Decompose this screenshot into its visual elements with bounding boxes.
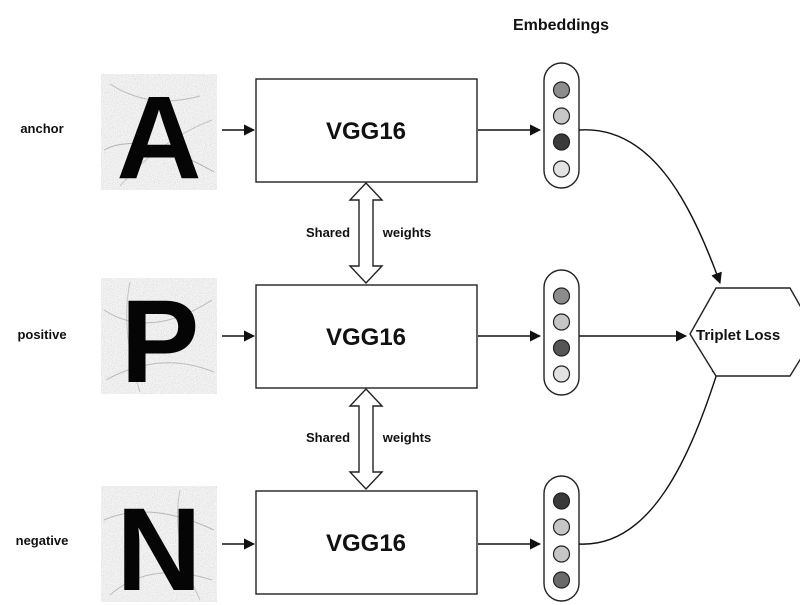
embedding-dot <box>552 545 571 563</box>
row-negative: negative N VGG16 <box>16 362 723 605</box>
vgg16-label-positive: VGG16 <box>326 324 406 351</box>
letter-glyph-positive: P <box>121 276 200 408</box>
weights-label-1: weights <box>382 225 431 240</box>
embedding-dot <box>552 160 571 178</box>
row-label-negative: negative <box>16 533 69 548</box>
letter-glyph-negative: N <box>116 484 201 605</box>
row-label-anchor: anchor <box>20 121 63 136</box>
embedding-dot <box>552 313 571 331</box>
image-tile-negative: N <box>101 484 217 605</box>
embedding-vector-anchor <box>543 62 580 189</box>
row-positive: positive P VGG16 <box>17 269 688 408</box>
shared-label-1: Shared <box>306 225 350 240</box>
row-label-positive: positive <box>17 327 66 342</box>
vgg16-box-anchor: VGG16 <box>255 78 478 183</box>
triplet-loss-label: Triplet Loss <box>696 327 780 344</box>
vgg16-label-anchor: VGG16 <box>326 118 406 145</box>
shared-label-2: Shared <box>306 430 350 445</box>
embedding-dot <box>552 133 571 151</box>
embedding-dot <box>552 287 571 305</box>
row-anchor: anchor A VGG16 <box>20 62 722 285</box>
double-arrow-2 <box>348 387 384 491</box>
letter-glyph-anchor: A <box>116 72 201 204</box>
embedding-dot <box>552 365 571 383</box>
embedding-dot <box>552 571 571 589</box>
vgg16-box-positive: VGG16 <box>255 284 478 389</box>
embedding-dot <box>552 492 571 510</box>
embedding-vector-negative <box>543 475 580 602</box>
loss-connector-anchor <box>578 129 722 285</box>
embedding-dot <box>552 107 571 125</box>
loss-connector-negative <box>578 362 723 545</box>
weights-label-2: weights <box>382 430 431 445</box>
embedding-dot <box>552 518 571 536</box>
embedding-vector-positive <box>543 269 580 396</box>
vgg16-box-negative: VGG16 <box>255 490 478 595</box>
image-tile-anchor: A <box>101 72 217 204</box>
image-tile-positive: P <box>101 276 217 408</box>
embedding-dot <box>552 81 571 99</box>
double-arrow-1 <box>348 181 384 285</box>
triplet-loss-node: Triplet Loss <box>689 287 800 377</box>
embeddings-header: Embeddings <box>513 17 609 34</box>
embedding-dot <box>552 339 571 357</box>
shared-weights-connector-1: Shared weights <box>306 181 431 285</box>
shared-weights-connector-2: Shared weights <box>306 387 431 491</box>
vgg16-label-negative: VGG16 <box>326 530 406 557</box>
